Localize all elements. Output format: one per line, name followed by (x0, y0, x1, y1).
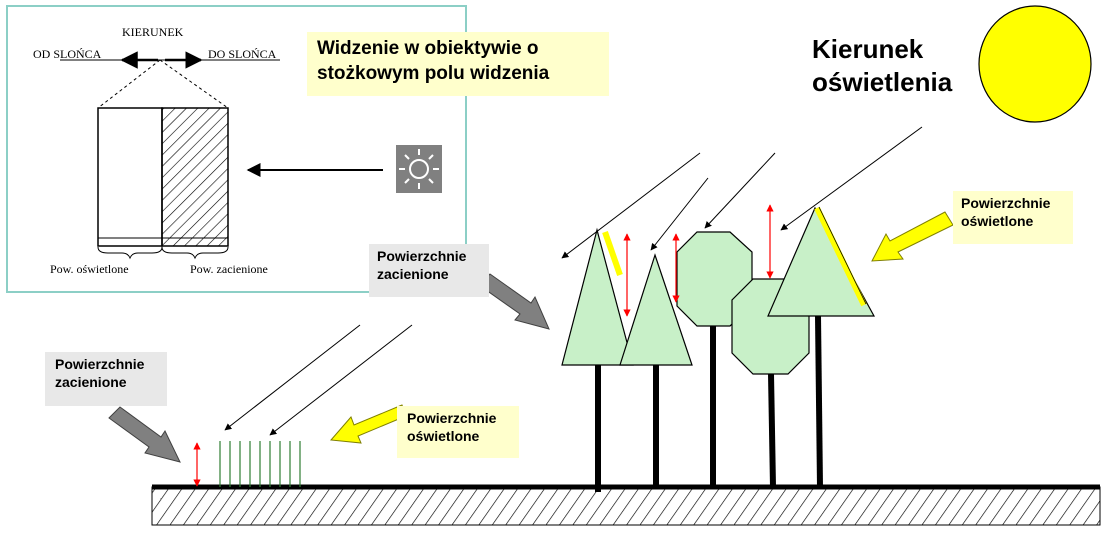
light-rays-trees (561, 126, 923, 259)
inset-direction-label: KIERUNEK (122, 25, 184, 39)
grass-shaded-pointer-arrow (108, 406, 181, 463)
tree-conifer-2 (619, 253, 693, 366)
sun-icon (396, 145, 442, 193)
grass-blades (219, 441, 301, 487)
inset-view-cone (97, 59, 229, 109)
grass-shaded-label-text: Powierzchnie zacienione (55, 356, 145, 391)
lit-edge-1 (602, 231, 623, 276)
inset-shaded-surface-label: Pow. zacienione (190, 262, 268, 276)
vision-note: Widzenie w obiektywie o stożkowym polu w… (307, 32, 609, 96)
sun-disc (978, 5, 1092, 123)
tree-conifer-3 (767, 206, 876, 317)
trees-lit-pointer-arrow (871, 211, 954, 262)
grass-shaded-label: Powierzchnie zacienione (45, 352, 167, 406)
trees-lit-label: Powierzchnie oświetlone (953, 191, 1073, 244)
trees-shaded-label: Powierzchnie zacienione (369, 244, 489, 297)
grass-lit-pointer-arrow (329, 404, 407, 444)
trees-lit-label-text: Powierzchnie oświetlone (961, 195, 1051, 230)
trees-shaded-label-text: Powierzchnie zacienione (377, 248, 467, 283)
inset-from-sun-label: OD SLOŃCA (33, 47, 102, 61)
grass-lit-label: Powierzchnie oświetlone (397, 406, 519, 458)
inset-braces (97, 246, 229, 260)
light-direction-title: Kierunek oświetlenia (812, 33, 982, 98)
ground (151, 484, 1101, 526)
trees-shaded-pointer-arrow (478, 273, 550, 330)
height-arrows-trees (623, 204, 774, 317)
lit-edge-2 (814, 206, 867, 307)
light-direction-title-text: Kierunek oświetlenia (812, 34, 953, 97)
inset-to-sun-label: DO SLOŃCA (208, 47, 277, 61)
grass-lit-label-text: Powierzchnie oświetlone (407, 410, 497, 445)
tree-conifer-1 (561, 227, 634, 366)
inset-lit-surface-label: Pow. oświetlone (50, 262, 129, 276)
vision-note-text: Widzenie w obiektywie o stożkowym polu w… (317, 38, 550, 84)
light-rays-grass (224, 324, 413, 436)
lit-edge-2-outline (818, 206, 867, 305)
tree-trunks (595, 315, 823, 492)
inset-surface-block (97, 107, 229, 247)
